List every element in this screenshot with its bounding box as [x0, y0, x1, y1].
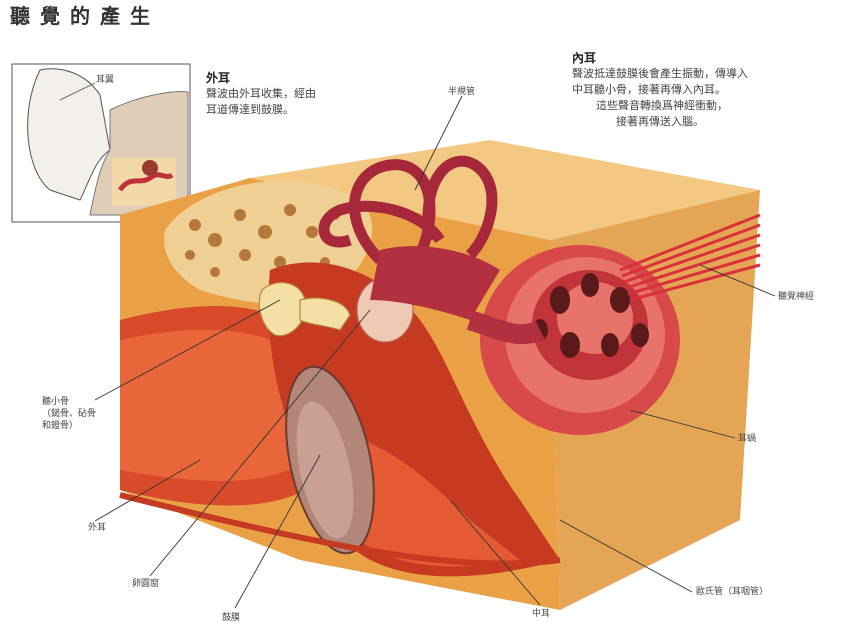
- label-oval-window: 卵圓窗: [132, 579, 160, 589]
- label-ossicles: 聽小骨 （鎚骨、砧骨 和鐙骨）: [42, 396, 96, 432]
- outer-ear-heading: 外耳: [206, 71, 231, 85]
- inner-ear-line: 中耳聽小骨，接著再傳入內耳。: [572, 83, 726, 96]
- label-auditory-nerve: 聽覺神經: [778, 292, 815, 302]
- label-middle-ear: 中耳: [532, 609, 551, 619]
- label-eardrum: 鼓膜: [222, 613, 241, 623]
- inset-head-diagram: [11, 63, 191, 223]
- inner-ear-line: 聲波抵達鼓膜後會產生振動，傳導入: [572, 67, 748, 80]
- outer-ear-description: 外耳 聲波由外耳收集，經由 耳道傳達到鼓膜。: [206, 70, 316, 118]
- inner-ear-line: 這些聲音轉換爲神經衝動，: [596, 99, 728, 112]
- label-semicircular-canals: 半規管: [448, 87, 476, 97]
- label-cochlea: 耳蝸: [738, 434, 757, 444]
- inset-label-pinna: 耳翼: [96, 75, 115, 85]
- page-title: 聽覺的產生: [10, 4, 160, 28]
- label-outer-ear: 外耳: [88, 523, 107, 533]
- inner-ear-line: 接著再傳送入腦。: [616, 115, 704, 128]
- ossicles-line: （鎚骨、砧骨: [42, 409, 97, 419]
- ossicles-line: 聽小骨: [42, 397, 70, 407]
- inner-ear-description: 內耳 聲波抵達鼓膜後會產生振動，傳導入 中耳聽小骨，接著再傳入內耳。 這些聲音轉…: [572, 50, 748, 130]
- inner-ear-heading: 內耳: [572, 51, 597, 65]
- ossicles-line: 和鐙骨）: [42, 421, 79, 431]
- label-eustachian-tube: 歐氏管（耳咽管）: [696, 587, 769, 597]
- outer-ear-line: 聲波由外耳收集，經由: [206, 87, 316, 100]
- outer-ear-line: 耳道傳達到鼓膜。: [206, 103, 294, 116]
